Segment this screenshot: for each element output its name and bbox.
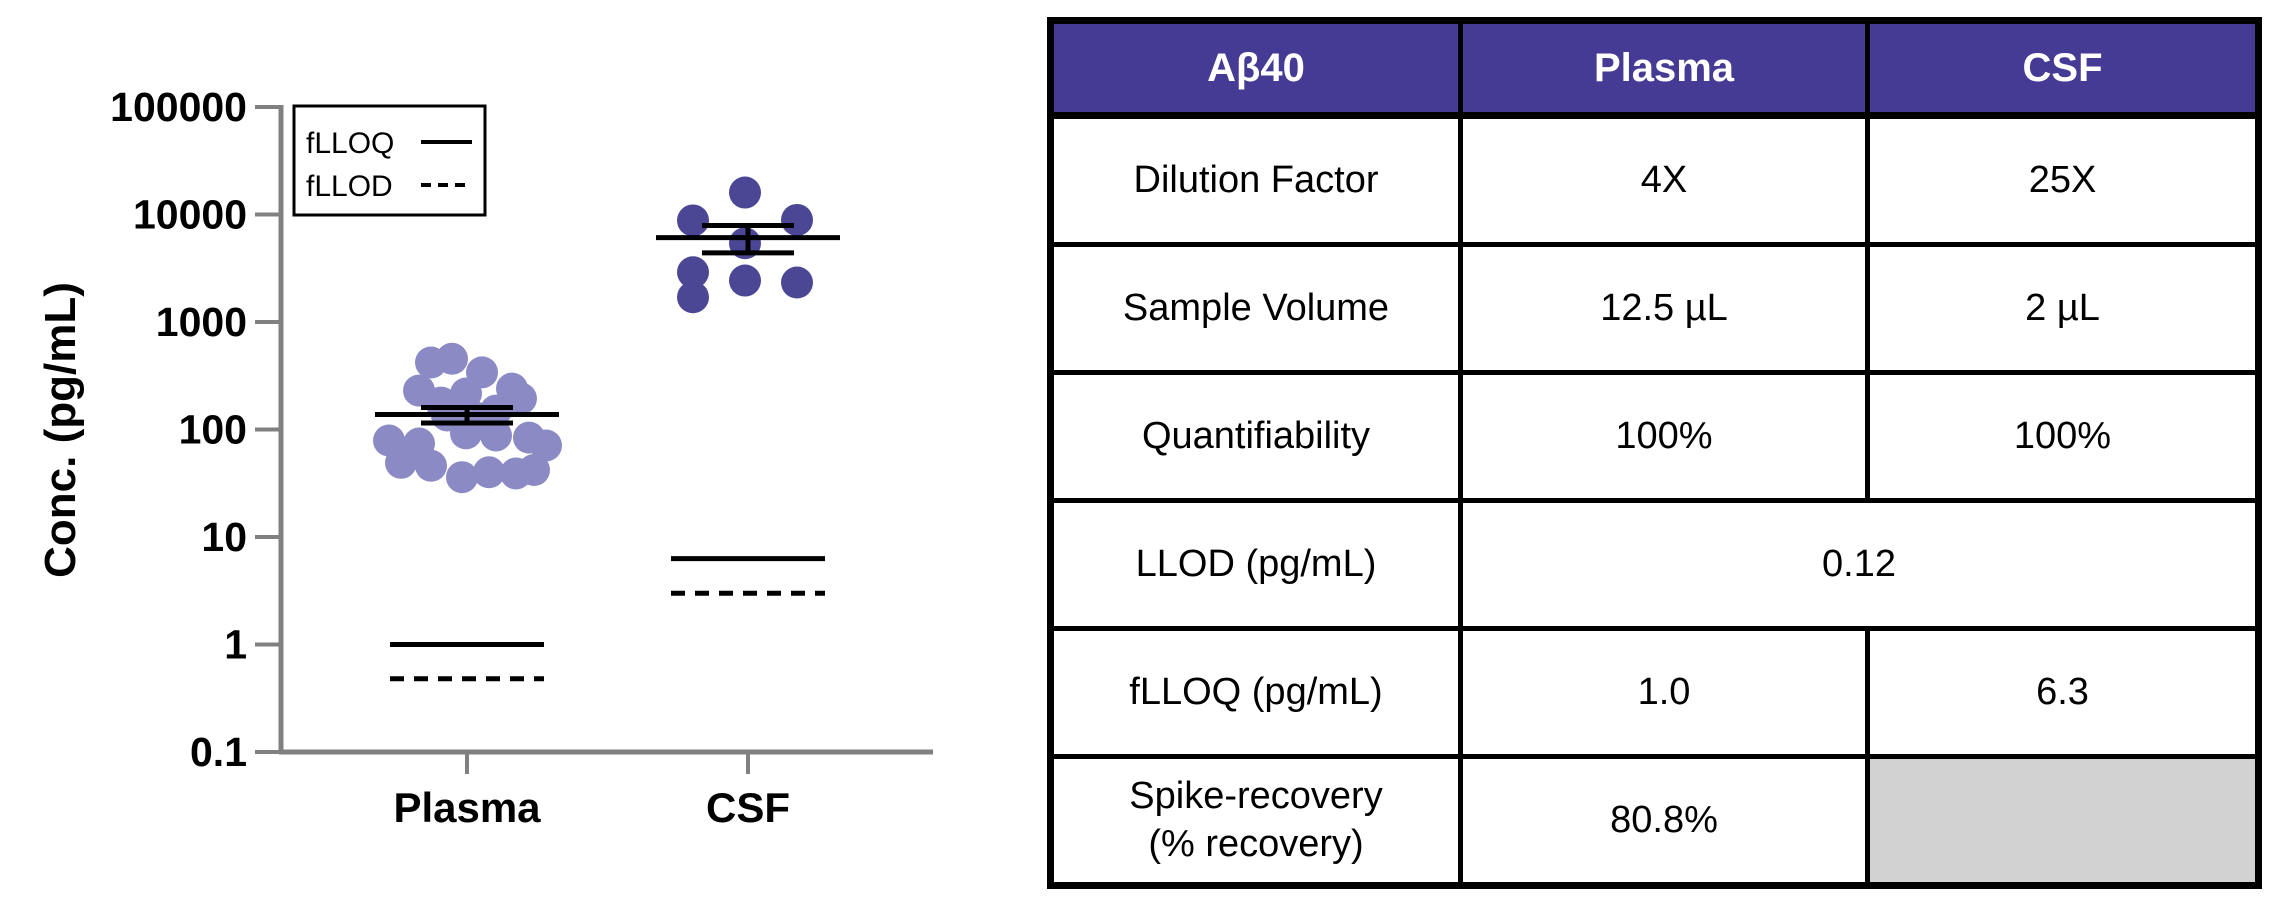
cell-llod-merged: 0.12: [1458, 498, 2261, 631]
y-tick-label: 1000: [156, 299, 247, 345]
table-row: LLOD (pg/mL) 0.12: [1048, 498, 2261, 631]
table-header-row: Aβ40 Plasma CSF: [1048, 18, 2261, 119]
data-point-plasma: [385, 446, 417, 479]
cell-dilution-csf: 25X: [1865, 113, 2261, 247]
y-tick-label: 100000: [110, 84, 247, 130]
table-row: Sample Volume 12.5 µL 2 µL: [1048, 242, 2261, 375]
row-label-flloq: fLLOQ (pg/mL): [1048, 626, 1463, 759]
category-label-csf: CSF: [706, 784, 790, 831]
table-row: Dilution Factor 4X 25X: [1048, 113, 2261, 247]
row-label-quantifiability: Quantifiability: [1048, 370, 1463, 503]
category-label-plasma: Plasma: [393, 784, 541, 831]
row-label-spike-recovery: Spike-recovery (% recovery): [1048, 754, 1463, 888]
data-point-csf: [781, 203, 813, 236]
y-tick-label: 10: [201, 514, 247, 560]
row-label-sample-volume: Sample Volume: [1048, 242, 1463, 375]
row-label-llod: LLOD (pg/mL): [1048, 498, 1463, 631]
table-header-analyte: Aβ40: [1048, 18, 1463, 119]
data-point-plasma: [415, 449, 447, 482]
table-row: Spike-recovery (% recovery) 80.8%: [1048, 754, 2261, 888]
y-axis-title: Conc. (pg/mL): [36, 282, 85, 578]
spike-recovery-line1: Spike-recovery: [1129, 775, 1383, 817]
assay-table-wrap: Aβ40 Plasma CSF Dilution Factor 4X 25X S…: [1047, 17, 2262, 889]
cell-volume-csf: 2 µL: [1865, 242, 2261, 375]
data-point-csf: [729, 176, 761, 209]
table-row: Quantifiability 100% 100%: [1048, 370, 2261, 503]
data-point-plasma: [436, 342, 468, 375]
assay-table: Aβ40 Plasma CSF Dilution Factor 4X 25X S…: [1047, 17, 2262, 889]
cell-volume-plasma: 12.5 µL: [1458, 242, 1870, 375]
scatter-plot: 100000 10000 1000 100 10 1 0.1 Conc. (pg/mL) Pla…: [36, 84, 933, 831]
y-tick-label: 10000: [133, 192, 247, 238]
data-point-plasma: [530, 429, 562, 462]
table-header-plasma: Plasma: [1458, 18, 1870, 119]
legend-label-flloq: fLLOQ: [306, 127, 394, 160]
data-point-csf: [781, 266, 813, 299]
spike-recovery-line2: (% recovery): [1148, 822, 1364, 865]
cell-quantifiability-plasma: 100%: [1458, 370, 1870, 503]
legend-label-fllod: fLLOD: [306, 170, 393, 203]
data-point-plasma: [446, 461, 478, 494]
table-row: fLLOQ (pg/mL) 1.0 6.3: [1048, 626, 2261, 759]
data-point-plasma: [473, 456, 505, 489]
cell-dilution-plasma: 4X: [1458, 113, 1870, 247]
y-tick-label: 1: [224, 622, 247, 668]
cell-spike-recovery-plasma: 80.8%: [1458, 754, 1870, 888]
table-header-csf: CSF: [1865, 18, 2261, 119]
data-point-plasma: [480, 419, 512, 452]
legend-box: [292, 104, 487, 217]
y-tick-label: 0.1: [190, 729, 247, 775]
cell-flloq-plasma: 1.0: [1458, 626, 1870, 759]
data-point-csf: [729, 264, 761, 297]
cell-spike-recovery-csf-empty: [1865, 754, 2261, 888]
data-point-plasma: [518, 454, 550, 487]
data-point-plasma: [450, 377, 482, 410]
data-point-csf: [677, 204, 709, 237]
data-point-csf: [677, 256, 709, 289]
row-label-dilution-factor: Dilution Factor: [1048, 113, 1463, 247]
y-tick-label: 100: [179, 407, 247, 453]
cell-quantifiability-csf: 100%: [1865, 370, 2261, 503]
data-point-csf: [677, 281, 709, 314]
cell-flloq-csf: 6.3: [1865, 626, 2261, 759]
